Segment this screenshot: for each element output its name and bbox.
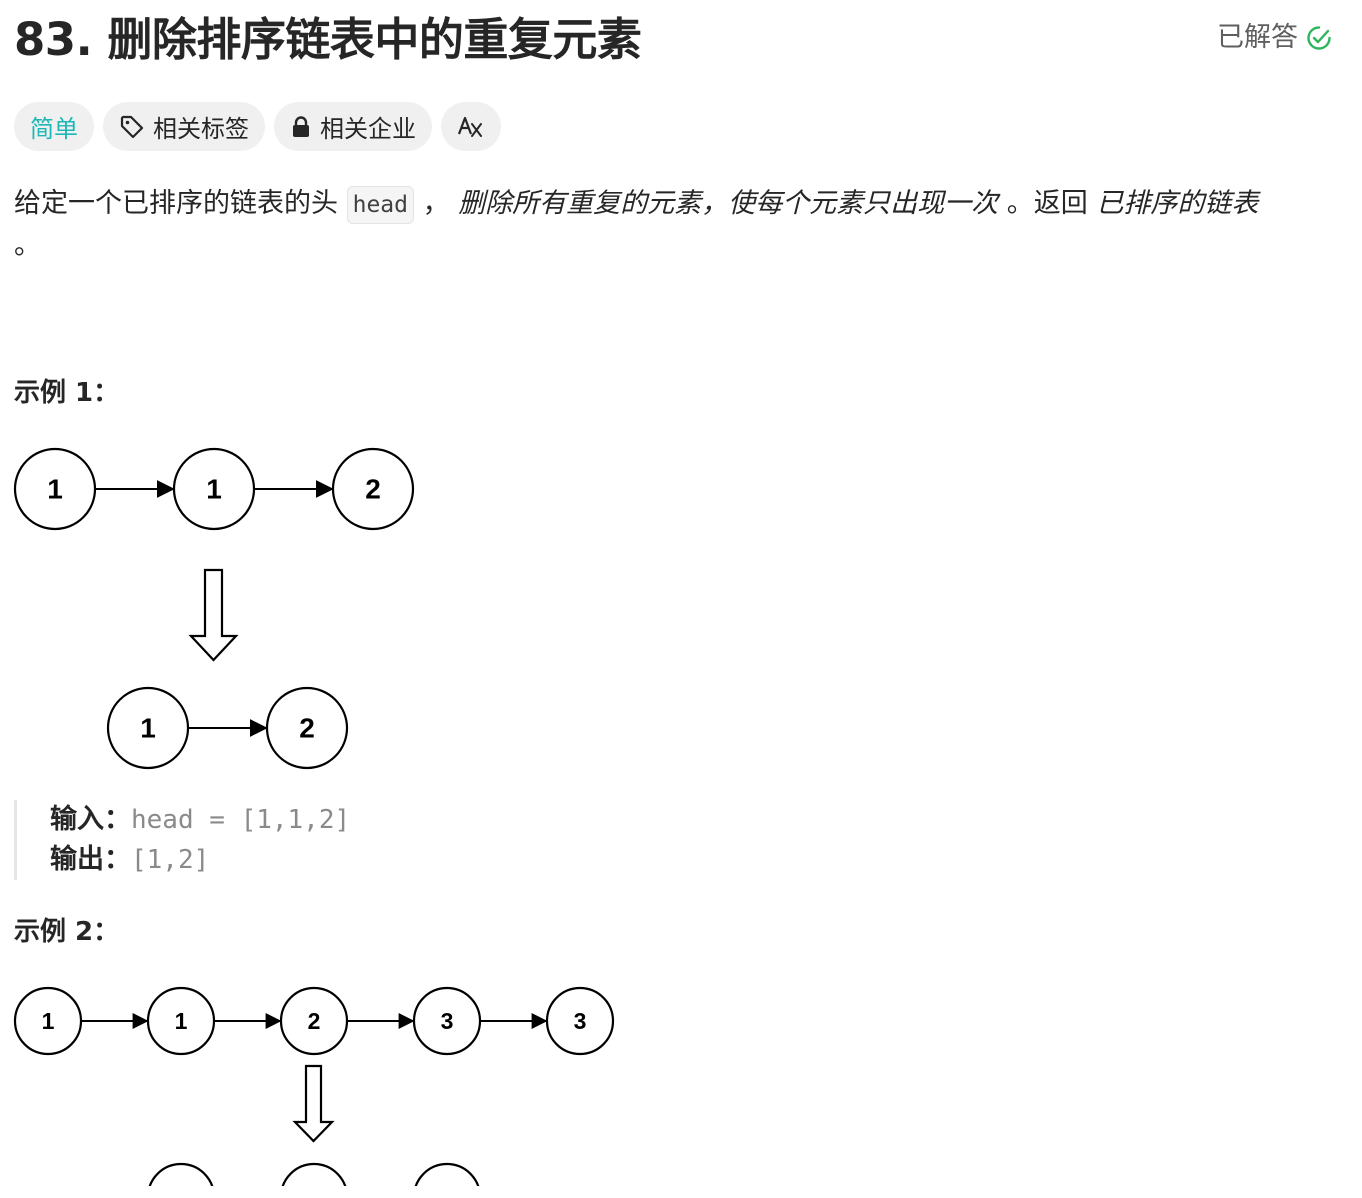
description-text-1: 给定一个已排序的链表的头 [14,188,338,219]
description-emphasis-1: 删除所有重复的元素，使每个元素只出现一次 [458,188,999,219]
example-1-output: 输出：[1,2] [50,840,350,880]
node-value: 1 [140,713,156,744]
output-value: [1,2] [131,845,210,875]
list-node-partial [281,1162,347,1186]
problem-description: 给定一个已排序的链表的头 head ， 删除所有重复的元素，使每个元素只出现一次… [14,183,1284,267]
solved-status: 已解答 [1217,20,1332,56]
list-node [13,447,97,531]
list-node [279,986,349,1056]
down-arrow-icon [292,1064,335,1143]
node-value: 2 [299,713,315,744]
node-value: 2 [308,1008,321,1034]
down-arrow-icon [188,568,239,662]
tag-icon [119,114,145,140]
example-2-heading: 示例 2： [14,917,120,947]
topics-tag-button[interactable]: 相关标签 [103,102,265,151]
translate-icon [457,114,485,140]
list-node-partial [148,1162,214,1186]
output-label: 输出： [50,844,131,875]
difficulty-badge[interactable]: 简单 [14,102,94,151]
solved-label: 已解答 [1217,22,1298,53]
description-text-4: 。 [14,230,41,261]
node-value: 3 [441,1008,454,1034]
example-1-diagram: 1 1 2 1 2 [13,447,415,770]
list-node-partial [414,1162,480,1186]
tag-bar: 简单 相关标签 相关企业 [14,102,501,151]
node-value: 2 [365,474,381,505]
node-value: 1 [47,474,63,505]
example-1-input: 输入：head = [1,1,2] [50,800,350,840]
example-1-io: 输入：head = [1,1,2] 输出：[1,2] [14,800,350,880]
lock-icon [290,115,312,139]
check-circle-icon [1306,25,1332,51]
problem-title: 83. 删除排序链表中的重复元素 [14,13,642,66]
list-node [545,986,615,1056]
node-value: 1 [206,474,222,505]
list-node [172,447,256,531]
companies-tag-button[interactable]: 相关企业 [274,102,432,151]
description-emphasis-2: 已排序的链表 [1096,188,1259,219]
input-label: 输入： [50,804,131,835]
scroll-edge [0,1186,1362,1198]
example-1-heading: 示例 1： [14,378,120,408]
list-node [146,986,216,1056]
description-text-2: ， [422,188,450,219]
topics-label: 相关标签 [153,115,249,143]
code-head: head [346,186,414,224]
companies-label: 相关企业 [320,115,416,143]
node-value: 1 [42,1008,55,1034]
list-node [412,986,482,1056]
list-node [106,686,190,770]
list-node [331,447,415,531]
node-value: 1 [175,1008,188,1034]
input-value: head = [1,1,2] [131,805,351,835]
difficulty-label: 简单 [30,115,78,143]
list-node [13,986,83,1056]
translate-button[interactable] [441,102,501,151]
list-node [265,686,349,770]
description-text-3: 。返回 [1006,188,1088,219]
example-2-diagram: 1 1 2 3 3 [13,986,615,1186]
node-value: 3 [574,1008,587,1034]
